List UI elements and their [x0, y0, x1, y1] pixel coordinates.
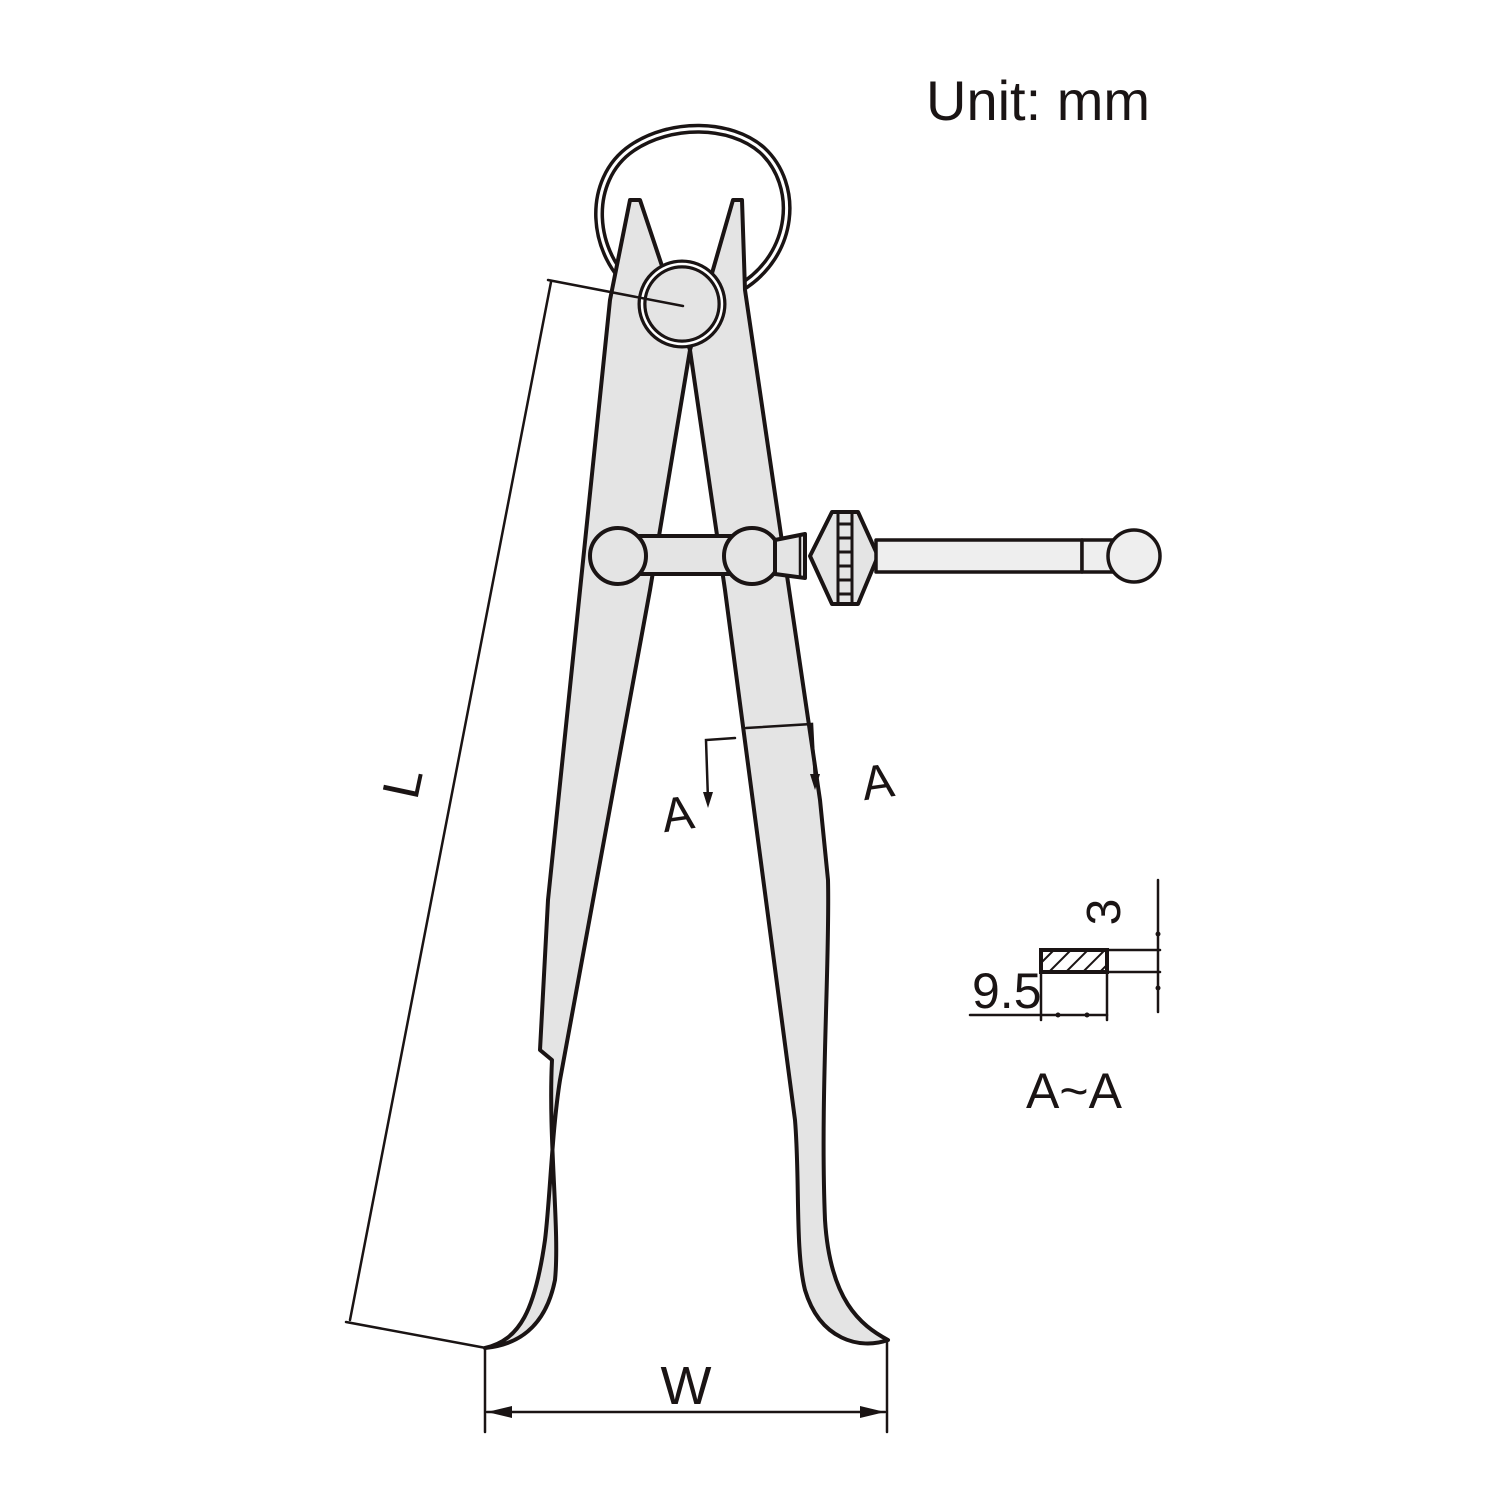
width-dimension: W — [483, 1338, 889, 1434]
section-cut-markers: A A — [658, 722, 897, 843]
section-thickness-value: 3 — [1078, 899, 1131, 926]
cut-marker-right-label: A — [858, 754, 897, 811]
left-leg — [483, 198, 692, 1350]
cut-marker-left-label: A — [658, 786, 697, 843]
length-dimension: L — [344, 280, 553, 1350]
unit-label: Unit: mm — [926, 69, 1150, 132]
right-leg — [688, 198, 890, 1346]
pivot-hub — [637, 259, 727, 349]
section-title: A~A — [1026, 1063, 1123, 1119]
adjusting-screw — [588, 510, 1162, 606]
section-width-value: 9.5 — [972, 963, 1042, 1019]
length-label: L — [372, 763, 435, 803]
width-label: W — [661, 1356, 712, 1416]
section-detail: 9.5 3 A~A — [968, 878, 1162, 1119]
length-leader-line — [546, 278, 685, 308]
spring-ring — [594, 123, 792, 295]
